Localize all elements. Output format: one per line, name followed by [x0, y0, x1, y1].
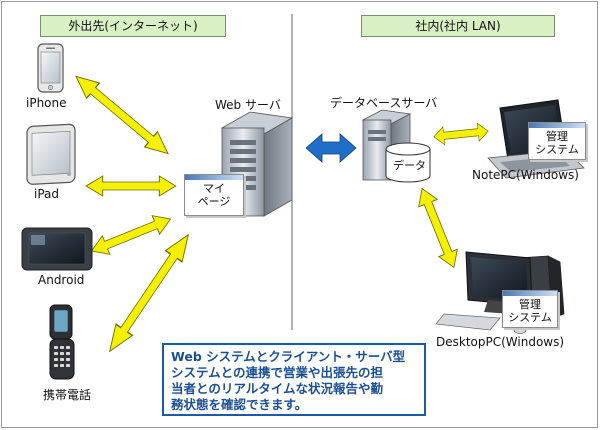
arrow-web-db: [305, 133, 357, 163]
desktop-app-text: 管理 システム: [503, 298, 557, 324]
window-titlebar: [503, 291, 557, 296]
database-label: データ: [393, 159, 426, 172]
iphone-label: iPhone: [26, 96, 67, 110]
arrow-android-web: [90, 215, 172, 255]
zone-internet-header: 外出先(インターネット): [40, 15, 226, 37]
description-line-4: 務状態を確認できます。: [171, 397, 308, 412]
notepc-app-line-1: 管理: [546, 130, 568, 143]
notepc-app-line-2: システム: [535, 143, 579, 156]
database-cylinder-icon: [385, 142, 431, 183]
window-titlebar: [185, 175, 243, 180]
description-line-1: Web システムとクライアント・サーバ型: [171, 349, 406, 364]
mypage-line-1: マイ: [203, 182, 225, 195]
arrow-mobile-web: [108, 233, 190, 353]
desktop-app-line-1: 管理: [519, 298, 541, 311]
android-tablet-icon: [21, 227, 93, 271]
arrow-iphone-web: [75, 75, 169, 155]
notepc-label: NotePC(Windows): [472, 168, 579, 182]
mobile-label: 携帯電話: [43, 388, 92, 402]
description-line-2: システムとの連携で営業や出張先の担: [171, 365, 384, 380]
arrow-db-notepc: [433, 122, 489, 146]
window-titlebar: [529, 123, 585, 128]
flip-phone-icon: [49, 304, 75, 380]
mypage-line-2: ページ: [197, 195, 231, 208]
db-server-label: データベースサーバ: [330, 96, 438, 110]
description-box: Web システムとクライアント・サーバ型 システムとの連携で営業や出張先の担 当…: [162, 343, 426, 416]
iphone-icon: [37, 43, 64, 93]
web-server-label: Web サーバ: [215, 98, 281, 112]
description-line-3: 当者とのリアルタイムな状況報告や勤: [171, 381, 384, 396]
notepc-app-text: 管理 システム: [529, 130, 585, 156]
ipad-label: iPad: [34, 187, 60, 201]
arrow-db-desktop: [418, 187, 458, 269]
arrow-ipad-web: [85, 175, 177, 197]
mypage-window: マイ ページ: [184, 174, 244, 216]
ipad-icon: [26, 123, 76, 185]
zone-lan-header: 社内(社内 LAN): [361, 15, 555, 37]
desktop-app-line-2: システム: [508, 311, 552, 324]
mypage-window-text: マイ ページ: [185, 182, 243, 208]
desktoppc-label: DesktopPC(Windows): [436, 335, 565, 349]
notepc-app-window: 管理 システム: [528, 122, 586, 160]
desktop-app-window: 管理 システム: [502, 290, 558, 328]
android-label: Android: [38, 273, 85, 287]
